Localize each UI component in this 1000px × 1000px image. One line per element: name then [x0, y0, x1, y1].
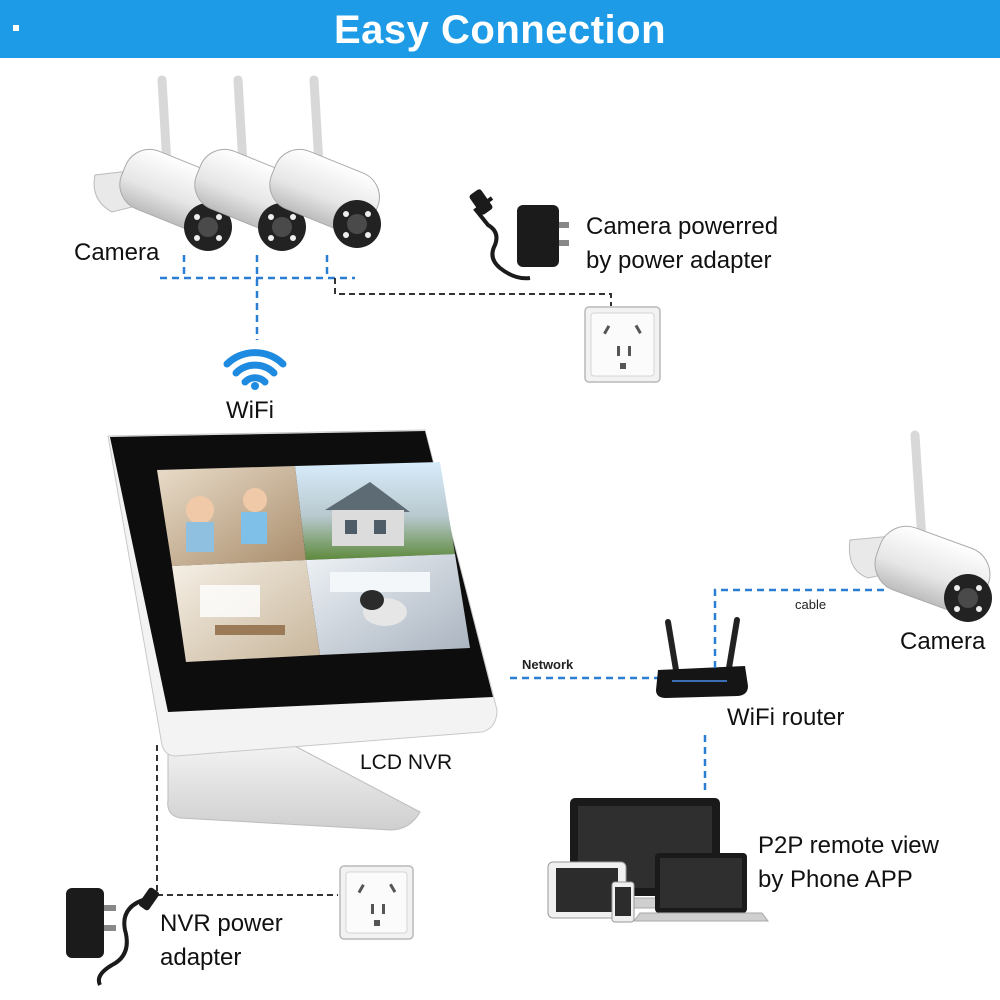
nvr-power-label-line1: NVR power — [160, 910, 283, 937]
bullet-camera-icon — [848, 430, 992, 622]
banner-title: Easy Connection — [333, 8, 666, 52]
title-banner: Easy Connection — [0, 0, 1000, 58]
camera-power-label-line1: Camera powerred — [586, 213, 779, 240]
banner-bullet — [13, 25, 19, 31]
nvr-power-label-line2: adapter — [160, 944, 242, 971]
camera-power-label-line2: by power adapter — [586, 247, 772, 274]
network-label: Network — [522, 657, 574, 672]
wifi-router-icon — [656, 617, 748, 698]
wifi-label: WiFi — [226, 397, 274, 424]
power-adapter-icon — [469, 189, 569, 281]
camera-single-label: Camera — [900, 628, 986, 655]
p2p-label-line2: by Phone APP — [758, 866, 913, 893]
camera-wifi-link — [160, 255, 355, 340]
wifi-icon — [223, 349, 287, 390]
lcd-nvr-monitor-icon — [107, 429, 498, 831]
cable-link — [713, 588, 888, 668]
wifi-router-label: WiFi router — [727, 704, 845, 731]
bullet-camera-icon — [269, 75, 381, 248]
cable-label: cable — [795, 597, 827, 612]
wall-socket-icon — [339, 865, 414, 940]
laptop-icon — [633, 853, 769, 922]
p2p-label-line1: P2P remote view — [758, 832, 939, 859]
camera-group-label: Camera — [74, 239, 160, 266]
lcd-nvr-label: LCD NVR — [360, 751, 453, 774]
wall-socket-icon — [584, 306, 661, 383]
camera-power-line — [334, 278, 612, 306]
smartphone-icon — [611, 881, 635, 923]
power-adapter-icon — [66, 887, 160, 986]
